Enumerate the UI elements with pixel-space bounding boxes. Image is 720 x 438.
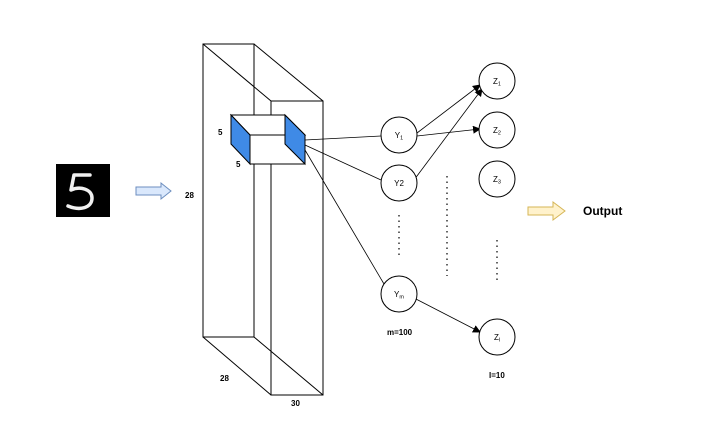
input-arrow-icon [135,181,172,201]
svg-text:Y1: Y1 [395,131,403,142]
svg-text:Y2: Y2 [394,179,404,188]
hidden-node-y2: Y2 [380,164,418,202]
output-node-z2: Z2 [478,111,516,149]
kernel-back-face [284,113,306,166]
svg-text:Ym: Ym [394,290,404,301]
svg-text:Zl: Zl [494,333,500,344]
ellipsis-dots [398,176,498,281]
output-label: Output [583,204,622,218]
svg-text:Z3: Z3 [493,175,501,186]
conv-volume [202,43,324,396]
hidden-output-connections [413,84,483,333]
svg-text:Z2: Z2 [493,126,501,137]
output-node-z3: Z3 [478,160,516,198]
kernel-width-label: 5 [236,160,241,169]
cube-depth-label: 30 [291,399,300,408]
output-node-z1: Z1 [478,62,516,100]
input-digit-image [56,164,110,217]
svg-text:Z1: Z1 [493,77,501,88]
digit-five-glyph [66,173,94,211]
kernel-box [229,113,307,166]
hidden-layer-size-label: m=100 [387,328,413,337]
hidden-node-ym: Ym [380,275,418,313]
output-layer-size-label: l=10 [489,371,505,380]
kernel-connections [304,135,385,285]
hidden-node-y1: Y1 [380,116,418,154]
kernel-height-label: 5 [218,128,223,137]
output-node-zl: Zl [478,318,516,356]
cube-height-label: 28 [185,191,194,200]
output-arrow-icon [527,201,566,221]
cube-width-label: 28 [220,374,229,383]
